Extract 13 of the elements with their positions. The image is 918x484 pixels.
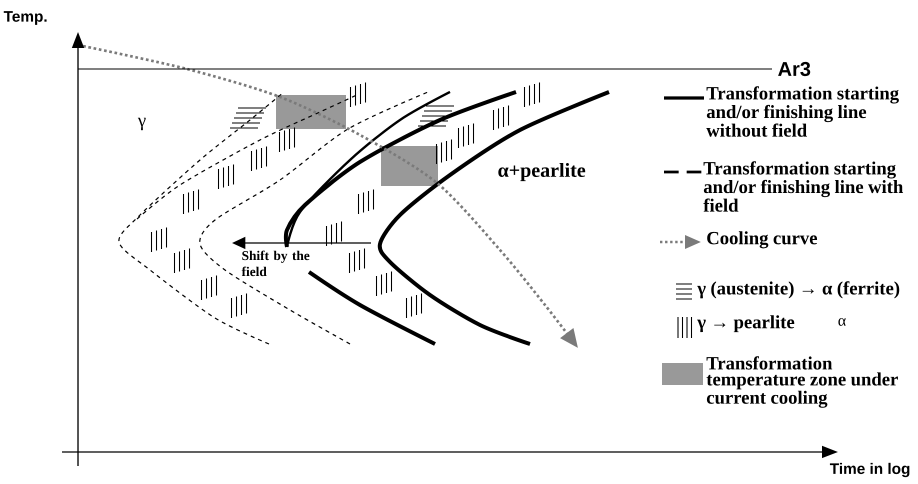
legend-text: Transformation temperature zone under current cooling bbox=[706, 356, 898, 408]
legend-text: Transformation starting and/or finishing line without field bbox=[706, 86, 899, 137]
axis-label: Time in log bbox=[830, 462, 910, 478]
legend-text: γ → pearlite bbox=[697, 315, 794, 332]
axis-label: Temp. bbox=[4, 11, 47, 25]
legend-text: γ (austenite) → α (ferrite) bbox=[697, 281, 900, 298]
edge-text: Shift by the field bbox=[242, 250, 310, 276]
symbol-label: α bbox=[838, 318, 846, 326]
line-label: Ar3 bbox=[778, 62, 810, 76]
phase-label: γ bbox=[138, 118, 146, 130]
phase-label: α+pearlite bbox=[498, 162, 586, 182]
legend-text: Transformation starting and/or finishing line with field bbox=[703, 161, 904, 212]
legend-text: Cooling curve bbox=[707, 231, 818, 248]
